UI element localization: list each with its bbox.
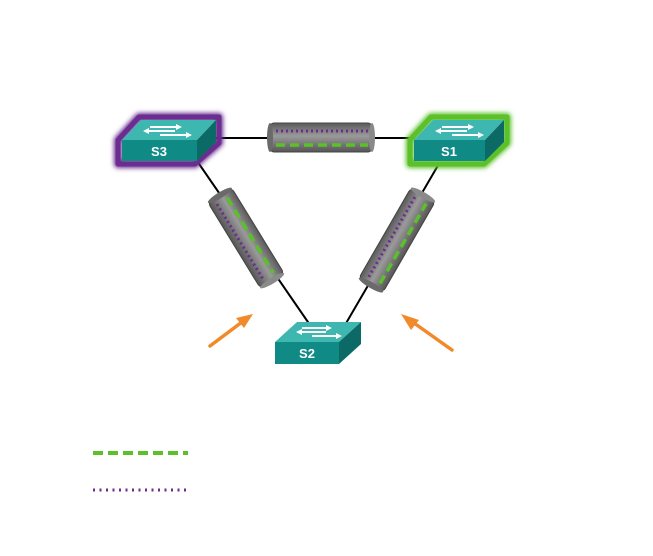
arrows-icon: [296, 325, 342, 339]
vlan-green-path: [225, 196, 275, 274]
switch-s3[interactable]: S3: [114, 113, 223, 168]
switch-s2[interactable]: S2: [275, 322, 361, 364]
arrow-icon: [208, 314, 253, 348]
vlan-green-path: [378, 202, 428, 285]
switch-s1[interactable]: S1: [406, 113, 511, 168]
arrows-icon: [435, 124, 484, 138]
arrows-icon: [143, 124, 192, 138]
vlan-purple-path: [367, 196, 417, 278]
trunk-s3-s2: [207, 187, 285, 289]
switch-label: S3: [151, 144, 167, 159]
switch-label: S2: [299, 346, 315, 361]
trunk-s1-s2: [358, 187, 436, 293]
switch-label: S1: [441, 144, 457, 159]
legend: [93, 451, 188, 492]
arrow-icon: [401, 314, 454, 352]
trunk-s3-s1: [267, 122, 375, 153]
